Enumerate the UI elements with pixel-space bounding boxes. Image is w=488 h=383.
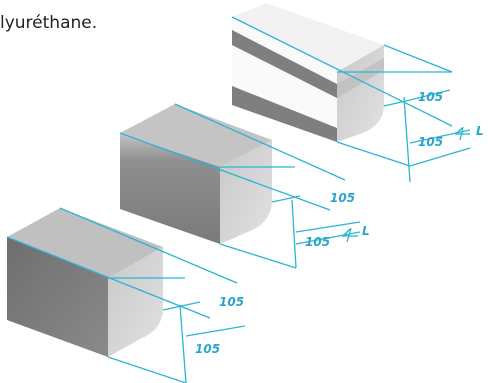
block-middle-end-face [220,140,272,244]
caption-text: lyuréthane. [0,13,98,33]
block-bottom-width-label: 105 [219,295,244,309]
block-bottom-long-face [7,237,108,357]
block-top-length-label: L [476,124,484,138]
dimension-lines-top [231,16,471,183]
block-middle-length-label: L [362,224,370,238]
block-top [232,3,384,142]
dimension-lines-middle [119,103,361,269]
dimension-labels: 105 105 L 105 105 L 105 105 [195,90,484,356]
block-bottom-top-face [7,208,163,278]
block-middle-top-face [120,104,272,167]
block-bottom-height-label: 105 [195,342,220,356]
block-top-top-face [232,3,384,72]
block-middle [120,104,272,244]
block-middle-height-label: 105 [305,235,330,249]
block-bottom-end-face [108,247,163,357]
block-top-band-1 [232,30,337,98]
block-top-end-band-1 [337,58,384,98]
block-bottom [7,208,163,357]
block-top-band-2 [232,86,337,142]
block-top-width-label: 105 [418,90,443,104]
block-middle-width-label: 105 [330,191,355,205]
dimension-lines-bottom [6,207,246,383]
block-top-height-label: 105 [418,135,443,149]
